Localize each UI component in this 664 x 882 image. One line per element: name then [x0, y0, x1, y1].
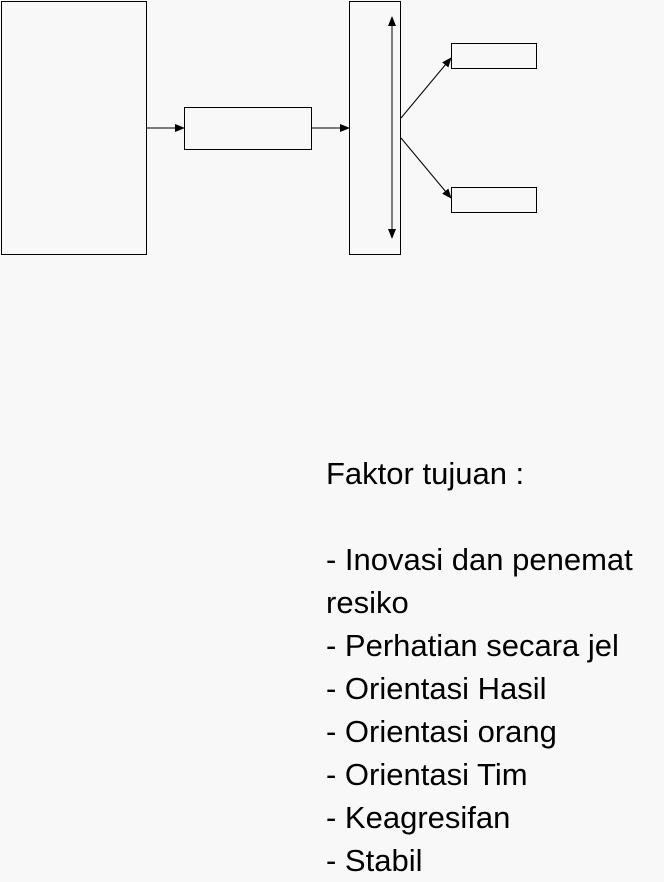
arrow-to-top-right-box	[400, 57, 452, 119]
left-large-box	[1, 1, 147, 255]
text-item: - Orientasi Tim	[326, 757, 528, 792]
text-item: - Keagresifan	[326, 800, 511, 835]
bottom-right-box	[451, 187, 537, 213]
text-item: resiko	[326, 585, 409, 620]
text-item: - Orientasi Hasil	[326, 671, 547, 706]
text-item: - Stabil	[326, 843, 423, 878]
text-item: - Inovasi dan penemat	[326, 542, 633, 577]
text-heading: Faktor tujuan :	[326, 456, 525, 491]
arrow-to-bottom-right-box	[400, 137, 452, 199]
text-item: - Perhatian secara jel	[326, 628, 619, 663]
text-item: - Orientasi orang	[326, 714, 557, 749]
flow-diagram	[1, 1, 537, 255]
middle-box	[184, 107, 312, 150]
top-right-box	[451, 43, 537, 69]
factor-text-block: Faktor tujuan : - Inovasi dan penemat re…	[326, 452, 664, 882]
text-spacer	[326, 495, 664, 538]
tall-box	[349, 1, 401, 255]
